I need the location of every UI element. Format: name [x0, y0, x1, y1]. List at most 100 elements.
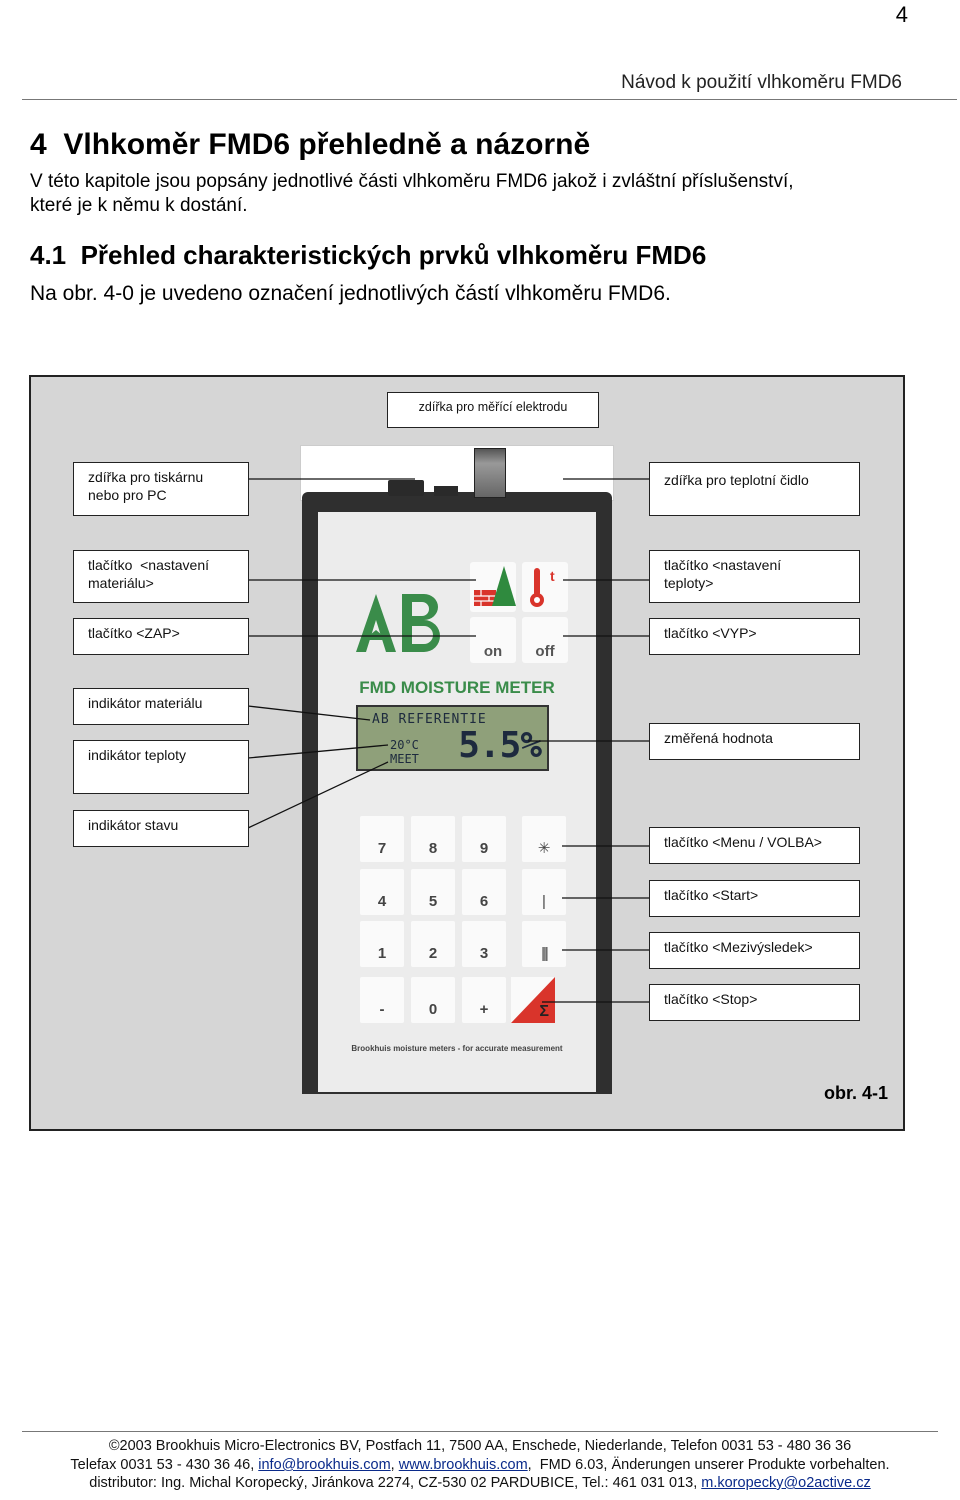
chapter-intro: V této kapitole jsou popsány jednotlivé … [30, 170, 930, 218]
keypad-key-minus[interactable]: - [360, 977, 404, 1023]
chapter-title: 4 Vlhkoměr FMD6 přehledně a názorně [30, 128, 591, 161]
callout-text: tlačítko <Menu / VOLBA> [664, 834, 822, 850]
keypad-key-label: - [379, 1001, 385, 1018]
keypad-key-label: 1 [377, 945, 387, 962]
start-bar-icon: | [542, 893, 546, 910]
keypad-key-9[interactable]: 9 [462, 816, 506, 862]
intermediate-key[interactable]: ||| [522, 921, 566, 967]
sigma-icon [511, 977, 555, 1023]
callout-text: materiálu> [88, 575, 154, 591]
email-link[interactable]: info@brookhuis.com [258, 1457, 391, 1473]
temp-key-letter: t [550, 568, 555, 584]
callout-material-button: tlačítko <nastavení materiálu> [73, 550, 249, 603]
printer-connector [388, 480, 424, 496]
menu-key[interactable]: ✳ [522, 816, 566, 862]
ab-logo-icon [356, 594, 440, 652]
callout-electrode-socket: zdířka pro měřící elektrodu [387, 392, 599, 428]
keypad-key-plus[interactable]: + [462, 977, 506, 1023]
footer-contact: Telefax 0031 53 - 430 36 46, info@brookh… [0, 1457, 960, 1473]
keypad-key-2[interactable]: 2 [411, 921, 455, 967]
header-divider [22, 99, 957, 100]
triple-bar-icon: ||| [541, 945, 549, 962]
device-slogan: Brookhuis moisture meters - for accurate… [351, 1044, 563, 1053]
callout-material-indicator: indikátor materiálu [73, 688, 249, 725]
footer-copyright: ©2003 Brookhuis Micro-Electronics BV, Po… [108, 1438, 852, 1454]
keypad-key-label: 4 [377, 893, 387, 910]
footer-distributor: distributor: Ing. Michal Koropecký, Jirá… [0, 1475, 960, 1491]
keypad-key-1[interactable]: 1 [360, 921, 404, 967]
callout-text: zdířka pro tiskárnu [88, 469, 204, 485]
on-key[interactable]: on [470, 617, 516, 663]
footer-divider [22, 1431, 938, 1432]
callout-off-button: tlačítko <VYP> [649, 618, 860, 655]
thermometer-icon [530, 568, 544, 607]
callout-text: indikátor teploty [88, 747, 187, 763]
sigma-label: Σ [539, 1003, 549, 1020]
page-number: 4 [895, 2, 908, 27]
callout-text: tlačítko <VYP> [664, 625, 757, 641]
stop-key[interactable]: Σ [511, 977, 555, 1023]
callout-text: nebo pro PC [88, 487, 167, 503]
intro-line: V této kapitole jsou popsány jednotlivé … [30, 171, 794, 192]
callout-temp-button: tlačítko <nastavení teploty> [649, 550, 860, 603]
keypad-key-6[interactable]: 6 [462, 869, 506, 915]
callout-text: tlačítko <nastavení [664, 557, 782, 573]
callout-text: zdířka pro měřící elektrodu [418, 400, 568, 414]
callout-status-indicator: indikátor stavu [73, 810, 249, 847]
lcd-display: AB REFERENTIE 20°C MEET 5.5% [356, 705, 549, 771]
running-header: Návod k použití vlhkoměru FMD6 [621, 72, 902, 93]
keypad-key-7[interactable]: 7 [360, 816, 404, 862]
callout-text: tlačítko <nastavení [88, 557, 210, 573]
lcd-value: 5.5% [458, 725, 542, 766]
start-key[interactable]: | [522, 869, 566, 915]
off-key[interactable]: off [522, 617, 568, 663]
callout-menu-button: tlačítko <Menu / VOLBA> [649, 827, 860, 864]
on-key-label: on [483, 643, 503, 660]
lcd-material: AB REFERENTIE [372, 712, 487, 727]
website-link[interactable]: www.brookhuis.com [398, 1457, 528, 1473]
callout-text: teploty> [664, 575, 714, 591]
callout-text: zdířka pro teplotní čidlo [664, 472, 809, 488]
callout-text: tlačítko <Stop> [664, 991, 758, 1007]
callout-text: tlačítko <Mezivýsledek> [664, 939, 813, 955]
device-label: FMD MOISTURE METER [359, 678, 555, 697]
callout-text: indikátor stavu [88, 817, 179, 833]
callout-measured-value: změřená hodnota [649, 723, 860, 760]
keypad-key-5[interactable]: 5 [411, 869, 455, 915]
callout-on-button: tlačítko <ZAP> [73, 618, 249, 655]
material-key[interactable] [470, 562, 516, 612]
callout-text: změřená hodnota [664, 730, 773, 746]
off-key-label: off [535, 643, 555, 660]
temperature-key[interactable]: t [522, 562, 568, 612]
callout-printer-socket: zdířka pro tiskárnu nebo pro PC [73, 462, 249, 516]
footer-text: , FMD 6.03, Änderungen unserer Produkte … [527, 1457, 890, 1473]
keypad-key-label: 3 [479, 945, 489, 962]
footer-text: distributor: Ing. Michal Koropecký, Jirá… [89, 1475, 702, 1491]
keypad-key-label: 9 [479, 840, 489, 857]
electrode-socket [474, 448, 506, 498]
keypad-key-3[interactable]: 3 [462, 921, 506, 967]
brick-tree-icon [474, 566, 516, 606]
keypad-key-label: 7 [377, 840, 387, 857]
section-title: 4.1 Přehled charakteristických prvků vlh… [30, 240, 707, 270]
keypad-key-label: + [479, 1001, 489, 1018]
keypad-key-label: 5 [428, 893, 438, 910]
keypad-key-label: 0 [428, 1001, 438, 1018]
temp-connector [434, 486, 458, 496]
intro-line: které je k němu k dostání. [30, 195, 248, 216]
lcd-temperature: 20°C [390, 738, 419, 752]
lcd-status: MEET [390, 752, 419, 766]
footer-text: Telefax 0031 53 - 430 36 46, [70, 1457, 259, 1473]
callout-text: tlačítko <ZAP> [88, 625, 180, 641]
keypad-key-4[interactable]: 4 [360, 869, 404, 915]
keypad-key-0[interactable]: 0 [411, 977, 455, 1023]
callout-text: tlačítko <Start> [664, 887, 759, 903]
section-text: Na obr. 4-0 je uvedeno označení jednotli… [30, 282, 671, 305]
keypad-key-label: 8 [428, 840, 438, 857]
distributor-email-link[interactable]: m.koropecky@o2active.cz [701, 1475, 871, 1491]
callout-temp-indicator: indikátor teploty [73, 740, 249, 794]
callout-intermediate-button: tlačítko <Mezivýsledek> [649, 932, 860, 969]
callout-stop-button: tlačítko <Stop> [649, 984, 860, 1021]
callout-start-button: tlačítko <Start> [649, 880, 860, 917]
keypad-key-8[interactable]: 8 [411, 816, 455, 862]
